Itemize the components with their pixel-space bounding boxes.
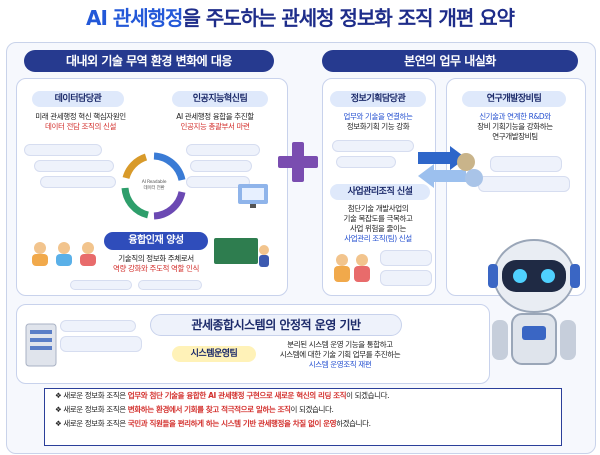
monitor-icon xyxy=(238,184,268,208)
summary-bullet-3-a: 새로운 정보화 조직은 xyxy=(63,419,128,428)
biz-mgmt-line1: 첨단기술 개발사업의 xyxy=(347,204,409,213)
summary-bullet-1: ❖ 새로운 정보화 조직은 업무와 첨단 기술을 융합한 AI 관세행정 구현으… xyxy=(55,391,390,400)
cycle-arrows-icon xyxy=(121,152,186,220)
left-item-3 xyxy=(40,176,116,188)
talent-line2: 역량 강화와 주도적 역할 인식 xyxy=(113,264,199,273)
summary-bullet-3-b: 하겠습니다. xyxy=(336,419,371,428)
ai-center-line1: AI 관세행정 융합을 추진할 xyxy=(176,112,254,121)
rnd-item-1 xyxy=(490,156,562,172)
page-title: AI 관세행정을 주도하는 관세청 정보화 조직 개편 요약 xyxy=(0,2,600,31)
right-section-header: 본연의 업무 내실화 xyxy=(322,50,578,72)
data-office-line1: 미래 관세행정 혁신 핵심자원인 xyxy=(35,112,126,121)
rnd-line1: 신기술과 연계한 R&D와 xyxy=(479,112,551,121)
rnd-label: 연구개발장비팀 xyxy=(462,91,566,107)
ai-center-line2: 인공지능 총괄부서 마련 xyxy=(180,122,250,131)
ai-center-desc: AI 관세행정 융합을 추진할 인공지능 총괄부서 마련 xyxy=(150,112,280,132)
biz-mgmt-item-1 xyxy=(380,250,432,266)
talent-item-1 xyxy=(70,280,132,290)
left-item-2 xyxy=(34,160,114,172)
biz-mgmt-line3: 사업 위험을 줄이는 xyxy=(350,224,406,233)
team-illustration-icon xyxy=(334,254,370,282)
talent-line1: 기술직의 정보화 주체로서 xyxy=(118,254,194,263)
system-item-1 xyxy=(60,320,136,332)
chalkboard-icon xyxy=(214,238,269,267)
system-line2: 시스템에 대한 기술 기획 업무를 추진하는 xyxy=(279,350,401,359)
biz-mgmt-line2: 기술 복잡도를 극복하고 xyxy=(343,214,413,223)
talent-desc: 기술직의 정보화 주체로서 역량 강화와 주도적 역할 인식 xyxy=(100,254,212,274)
system-header: 관세종합시스템의 안정적 운영 기반 xyxy=(150,314,402,336)
plus-icon xyxy=(278,142,318,182)
left-item-1 xyxy=(24,144,102,156)
system-line1: 분리된 시스템 운영 기능을 통합하고 xyxy=(287,340,393,349)
summary-bullet-2-a: 새로운 정보화 조직은 xyxy=(63,405,128,414)
biz-mgmt-line4: 사업관리 조직(팀) 신설 xyxy=(344,234,412,243)
summary-bullet-2: ❖ 새로운 정보화 조직은 변화하는 환경에서 기회를 찾고 적극적으로 일하는… xyxy=(55,405,334,414)
right-item-2 xyxy=(190,160,252,172)
system-desc: 분리된 시스템 운영 기능을 통합하고 시스템에 대한 기술 기획 업무를 추진… xyxy=(260,340,420,370)
biz-mgmt-item-2 xyxy=(380,270,432,286)
left-section-header: 대내외 기술 무역 환경 변화에 대응 xyxy=(24,50,274,72)
data-office-desc: 미래 관세행정 혁신 핵심자원인 데이터 전담 조직의 신설 xyxy=(18,112,143,132)
biz-mgmt-desc: 첨단기술 개발사업의 기술 복잡도를 극복하고 사업 위험을 줄이는 사업관리 … xyxy=(324,204,432,244)
summary-bullet-1-highlight: 업무와 첨단 기술을 융합한 AI 관세행정 구현으로 새로운 혁신의 리딩 조… xyxy=(127,391,347,400)
summary-bullet-3: ❖ 새로운 정보화 조직은 국민과 직원들을 편리하게 하는 시스템 기반 관세… xyxy=(55,419,371,428)
summary-bullet-1-a: 새로운 정보화 조직은 xyxy=(63,391,128,400)
rnd-desc: 신기술과 연계한 R&D와 장비 기획기능을 강화하는 연구개발장비팀 xyxy=(450,112,580,142)
title-rest: 을 주도하는 관세청 정보화 조직 개편 요약 xyxy=(182,6,515,30)
rnd-line2: 장비 기획기능을 강화하는 xyxy=(477,122,553,131)
summary-bullet-3-highlight: 국민과 직원들을 편리하게 하는 시스템 기반 관세행정을 차질 없이 운영 xyxy=(127,419,337,428)
title-highlight: AI 관세행정 xyxy=(85,6,183,30)
system-team-label: 시스템운영팀 xyxy=(172,346,256,362)
biz-mgmt-label: 사업관리조직 신설 xyxy=(330,184,430,200)
data-office-line2: 데이터 전담 조직의 신설 xyxy=(45,122,116,131)
robot-illustration-icon xyxy=(488,239,580,365)
summary-bullet-2-highlight: 변화하는 환경에서 기회를 찾고 적극적으로 일하는 조직 xyxy=(127,405,291,414)
talent-label: 융합인재 양성 xyxy=(104,232,208,250)
info-plan-line2: 정보화기획 기능 강화 xyxy=(346,122,410,131)
exchange-arrows-icon xyxy=(418,146,466,188)
summary-box: ❖ 새로운 정보화 조직은 업무와 첨단 기술을 융합한 AI 관세행정 구현으… xyxy=(44,388,562,446)
talent-item-2 xyxy=(138,280,202,290)
people-illustration-icon xyxy=(32,242,96,266)
gear-stack-icon xyxy=(457,153,483,187)
data-office-label: 데이터담당관 xyxy=(32,91,124,107)
summary-bullet-2-b: 이 되겠습니다. xyxy=(290,405,334,414)
ai-center-label: 인공지능혁신팀 xyxy=(172,91,268,107)
system-item-2 xyxy=(60,336,142,352)
info-plan-line1: 업무와 기술을 연결하는 xyxy=(343,112,413,121)
server-rack-icon xyxy=(25,323,57,367)
summary-bullet-1-b: 이 되겠습니다. xyxy=(346,391,390,400)
info-plan-desc: 업무와 기술을 연결하는 정보화기획 기능 강화 xyxy=(324,112,432,132)
system-line3: 시스템 운영조직 재편 xyxy=(308,360,372,369)
right-item-1 xyxy=(186,144,260,156)
info-plan-item-1 xyxy=(332,140,414,152)
cycle-center-text: AI Readable 데이터 전환 xyxy=(141,180,167,191)
rnd-item-2 xyxy=(478,176,570,192)
info-plan-label: 정보기획담당관 xyxy=(330,91,426,107)
info-plan-item-2 xyxy=(336,156,396,168)
right-item-3 xyxy=(186,176,250,188)
rnd-line3: 연구개발장비팀 xyxy=(492,132,538,141)
